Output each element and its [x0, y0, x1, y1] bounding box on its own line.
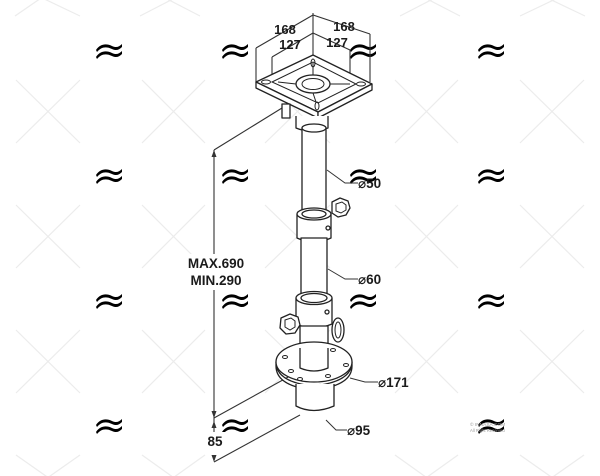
top-outer-left-label: 168 [274, 22, 296, 37]
upper-clamp-knob-icon[interactable] [331, 197, 351, 218]
top-mounting-plate [255, 54, 373, 132]
top-inner-right-label: 127 [326, 35, 348, 50]
lower-clamp-knob-icon[interactable] [279, 313, 301, 335]
upper-clamp [296, 207, 332, 243]
lower-tube-diameter-label: ⌀60 [358, 272, 381, 287]
base-depth-label: 85 [207, 434, 223, 449]
base-flange-diameter-label: ⌀171 [378, 375, 409, 390]
top-outer-right-label: 168 [333, 19, 355, 34]
copyright-line-2: All Right Reserved [470, 428, 505, 433]
base-cup-diameter-label: ⌀95 [347, 423, 371, 438]
lower-clamp [295, 290, 333, 329]
height-min-label: MIN.290 [190, 273, 241, 288]
copyright-line-1: © INNASA.COM [470, 421, 505, 428]
base-flange [275, 341, 353, 391]
top-inner-left-label: 127 [279, 37, 301, 52]
watermark-x-pattern [14, 0, 586, 476]
upper-tube-diameter-label: ⌀50 [358, 176, 381, 191]
height-max-label: MAX.690 [188, 256, 244, 271]
diameter-leaders [325, 169, 378, 431]
height-adjust-wheel-icon[interactable] [331, 317, 345, 343]
base-cup [295, 384, 335, 412]
height-dimension [211, 107, 301, 463]
